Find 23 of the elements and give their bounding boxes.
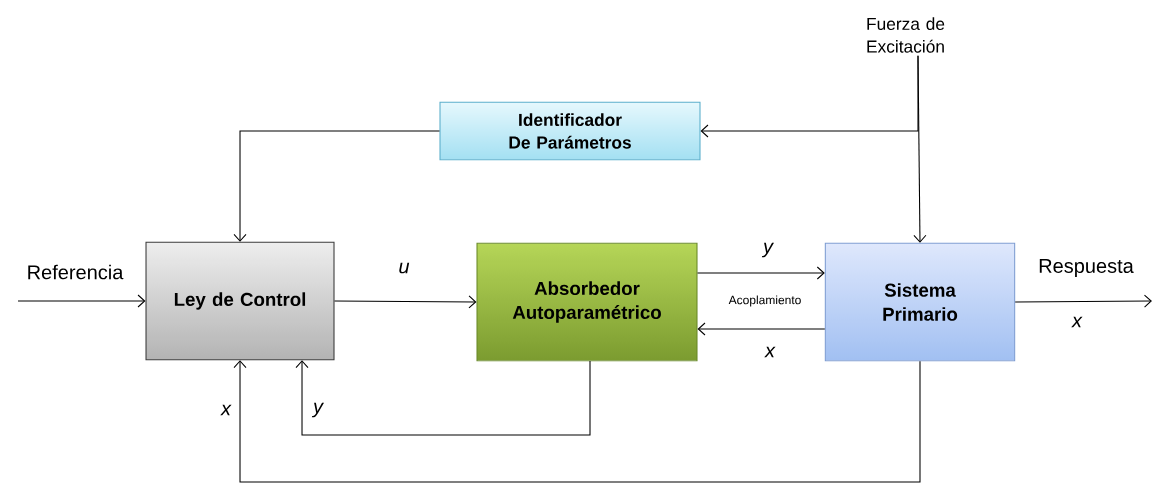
arrow	[1014, 294, 1152, 308]
process-box: Sistema Primario	[824, 242, 1016, 362]
edge-label: u	[397, 261, 411, 275]
edge-label: y	[761, 241, 775, 259]
signal-label: Acoplamiento	[727, 294, 803, 308]
edge-label: y	[311, 401, 325, 419]
arrow	[295, 360, 591, 436]
signal-label: x	[1070, 315, 1084, 329]
arrow	[233, 360, 921, 483]
arrow	[697, 266, 825, 280]
arrow	[233, 130, 440, 242]
edge-label: x	[763, 345, 777, 359]
arrow	[17, 294, 146, 308]
process-box: Ley de Control	[145, 241, 335, 361]
edge-label: Respuesta	[1036, 257, 1136, 279]
process-box: Identificador De Parámetros	[439, 101, 701, 161]
arrow	[334, 295, 477, 309]
edge-label: Referencia	[25, 263, 125, 281]
input-label: Fuerza de Excitación	[867, 17, 945, 53]
process-box: Absorbedor Autoparamétrico	[476, 242, 698, 362]
edge-label: x	[219, 403, 233, 417]
arrow	[913, 55, 927, 243]
arrow	[697, 322, 826, 336]
